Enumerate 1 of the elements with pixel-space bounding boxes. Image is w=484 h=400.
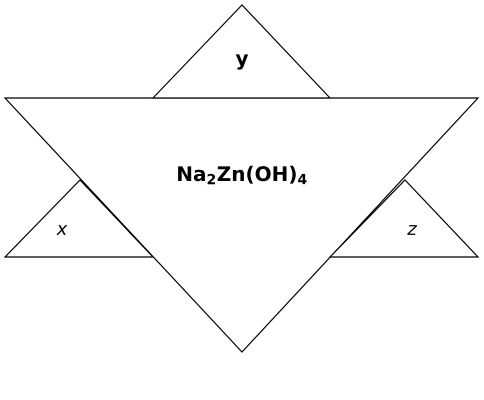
node-label: z [407, 225, 418, 235]
